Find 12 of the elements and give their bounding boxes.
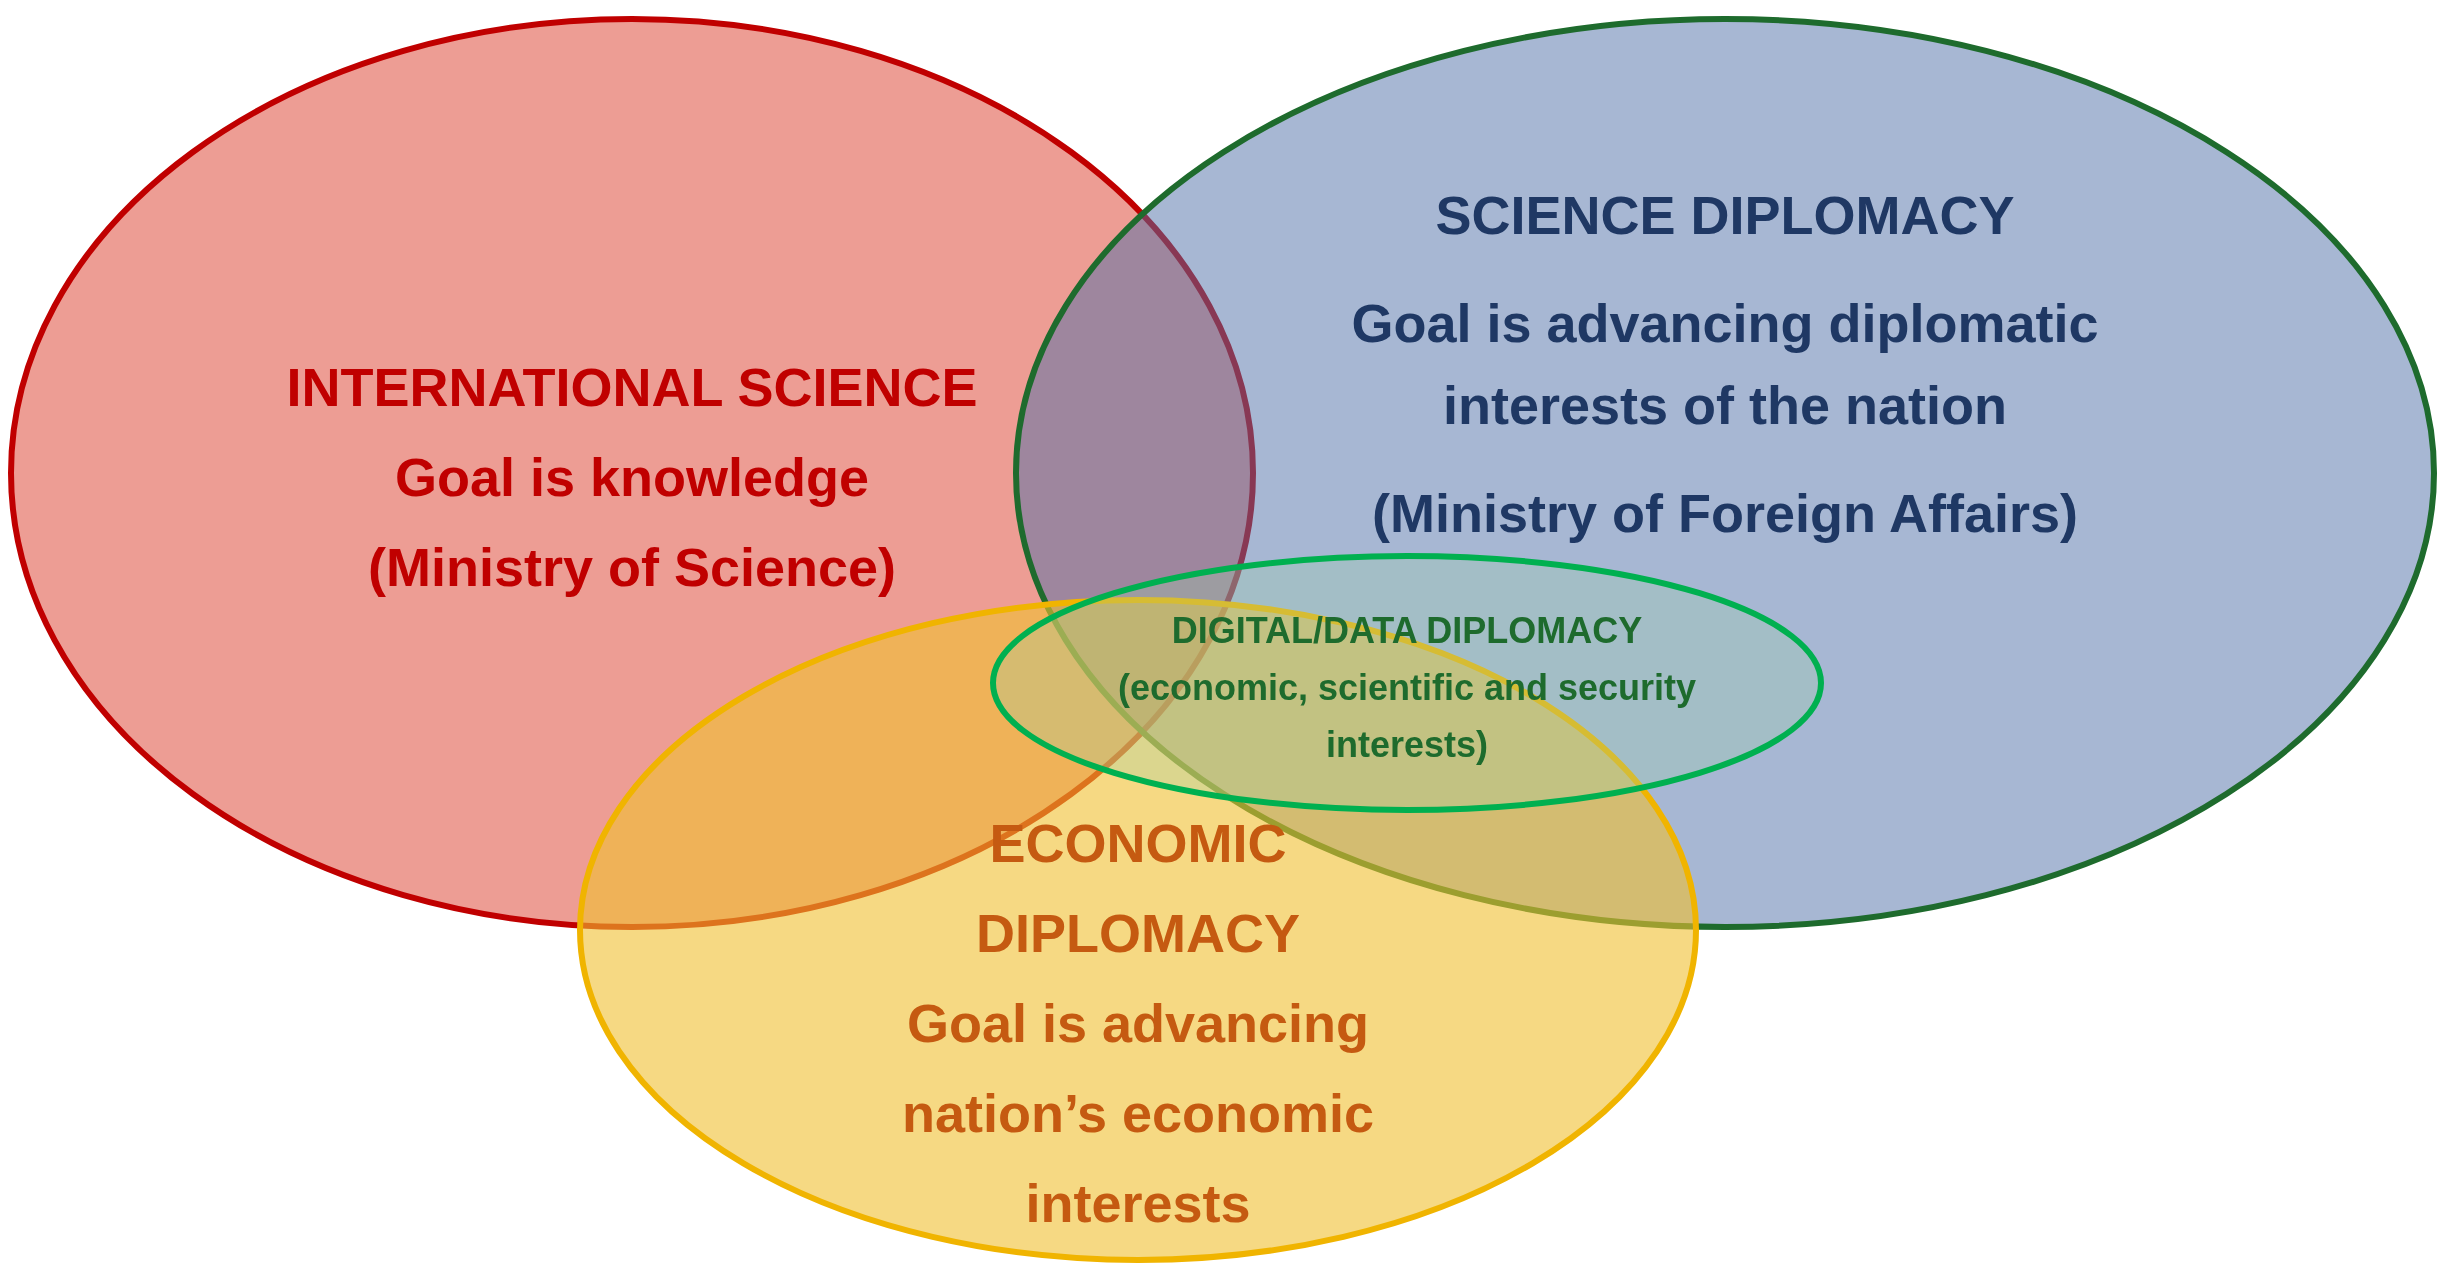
region-description: Goal is knowledge	[394, 446, 870, 509]
region-title: INTERNATIONAL SCIENCE	[286, 356, 978, 419]
venn-ellipse	[577, 597, 1699, 1263]
region-title: DIGITAL/DATA DIPLOMACY	[1171, 609, 1643, 653]
region-note: (Ministry of Science)	[367, 536, 897, 599]
region-description: (economic, scientific and security interests)	[1116, 666, 1698, 767]
region-description: Goal is advancing nation’s economic interests	[900, 992, 1376, 1235]
region-description: Goal is advancing diplomatic interests of the nation	[1350, 292, 2100, 437]
venn-ellipse	[990, 553, 1824, 813]
region-note: (Ministry of Foreign Affairs)	[1372, 482, 2078, 545]
region-title: ECONOMIC DIPLOMACY	[975, 812, 1301, 965]
region-title: SCIENCE DIPLOMACY	[1435, 184, 2015, 247]
